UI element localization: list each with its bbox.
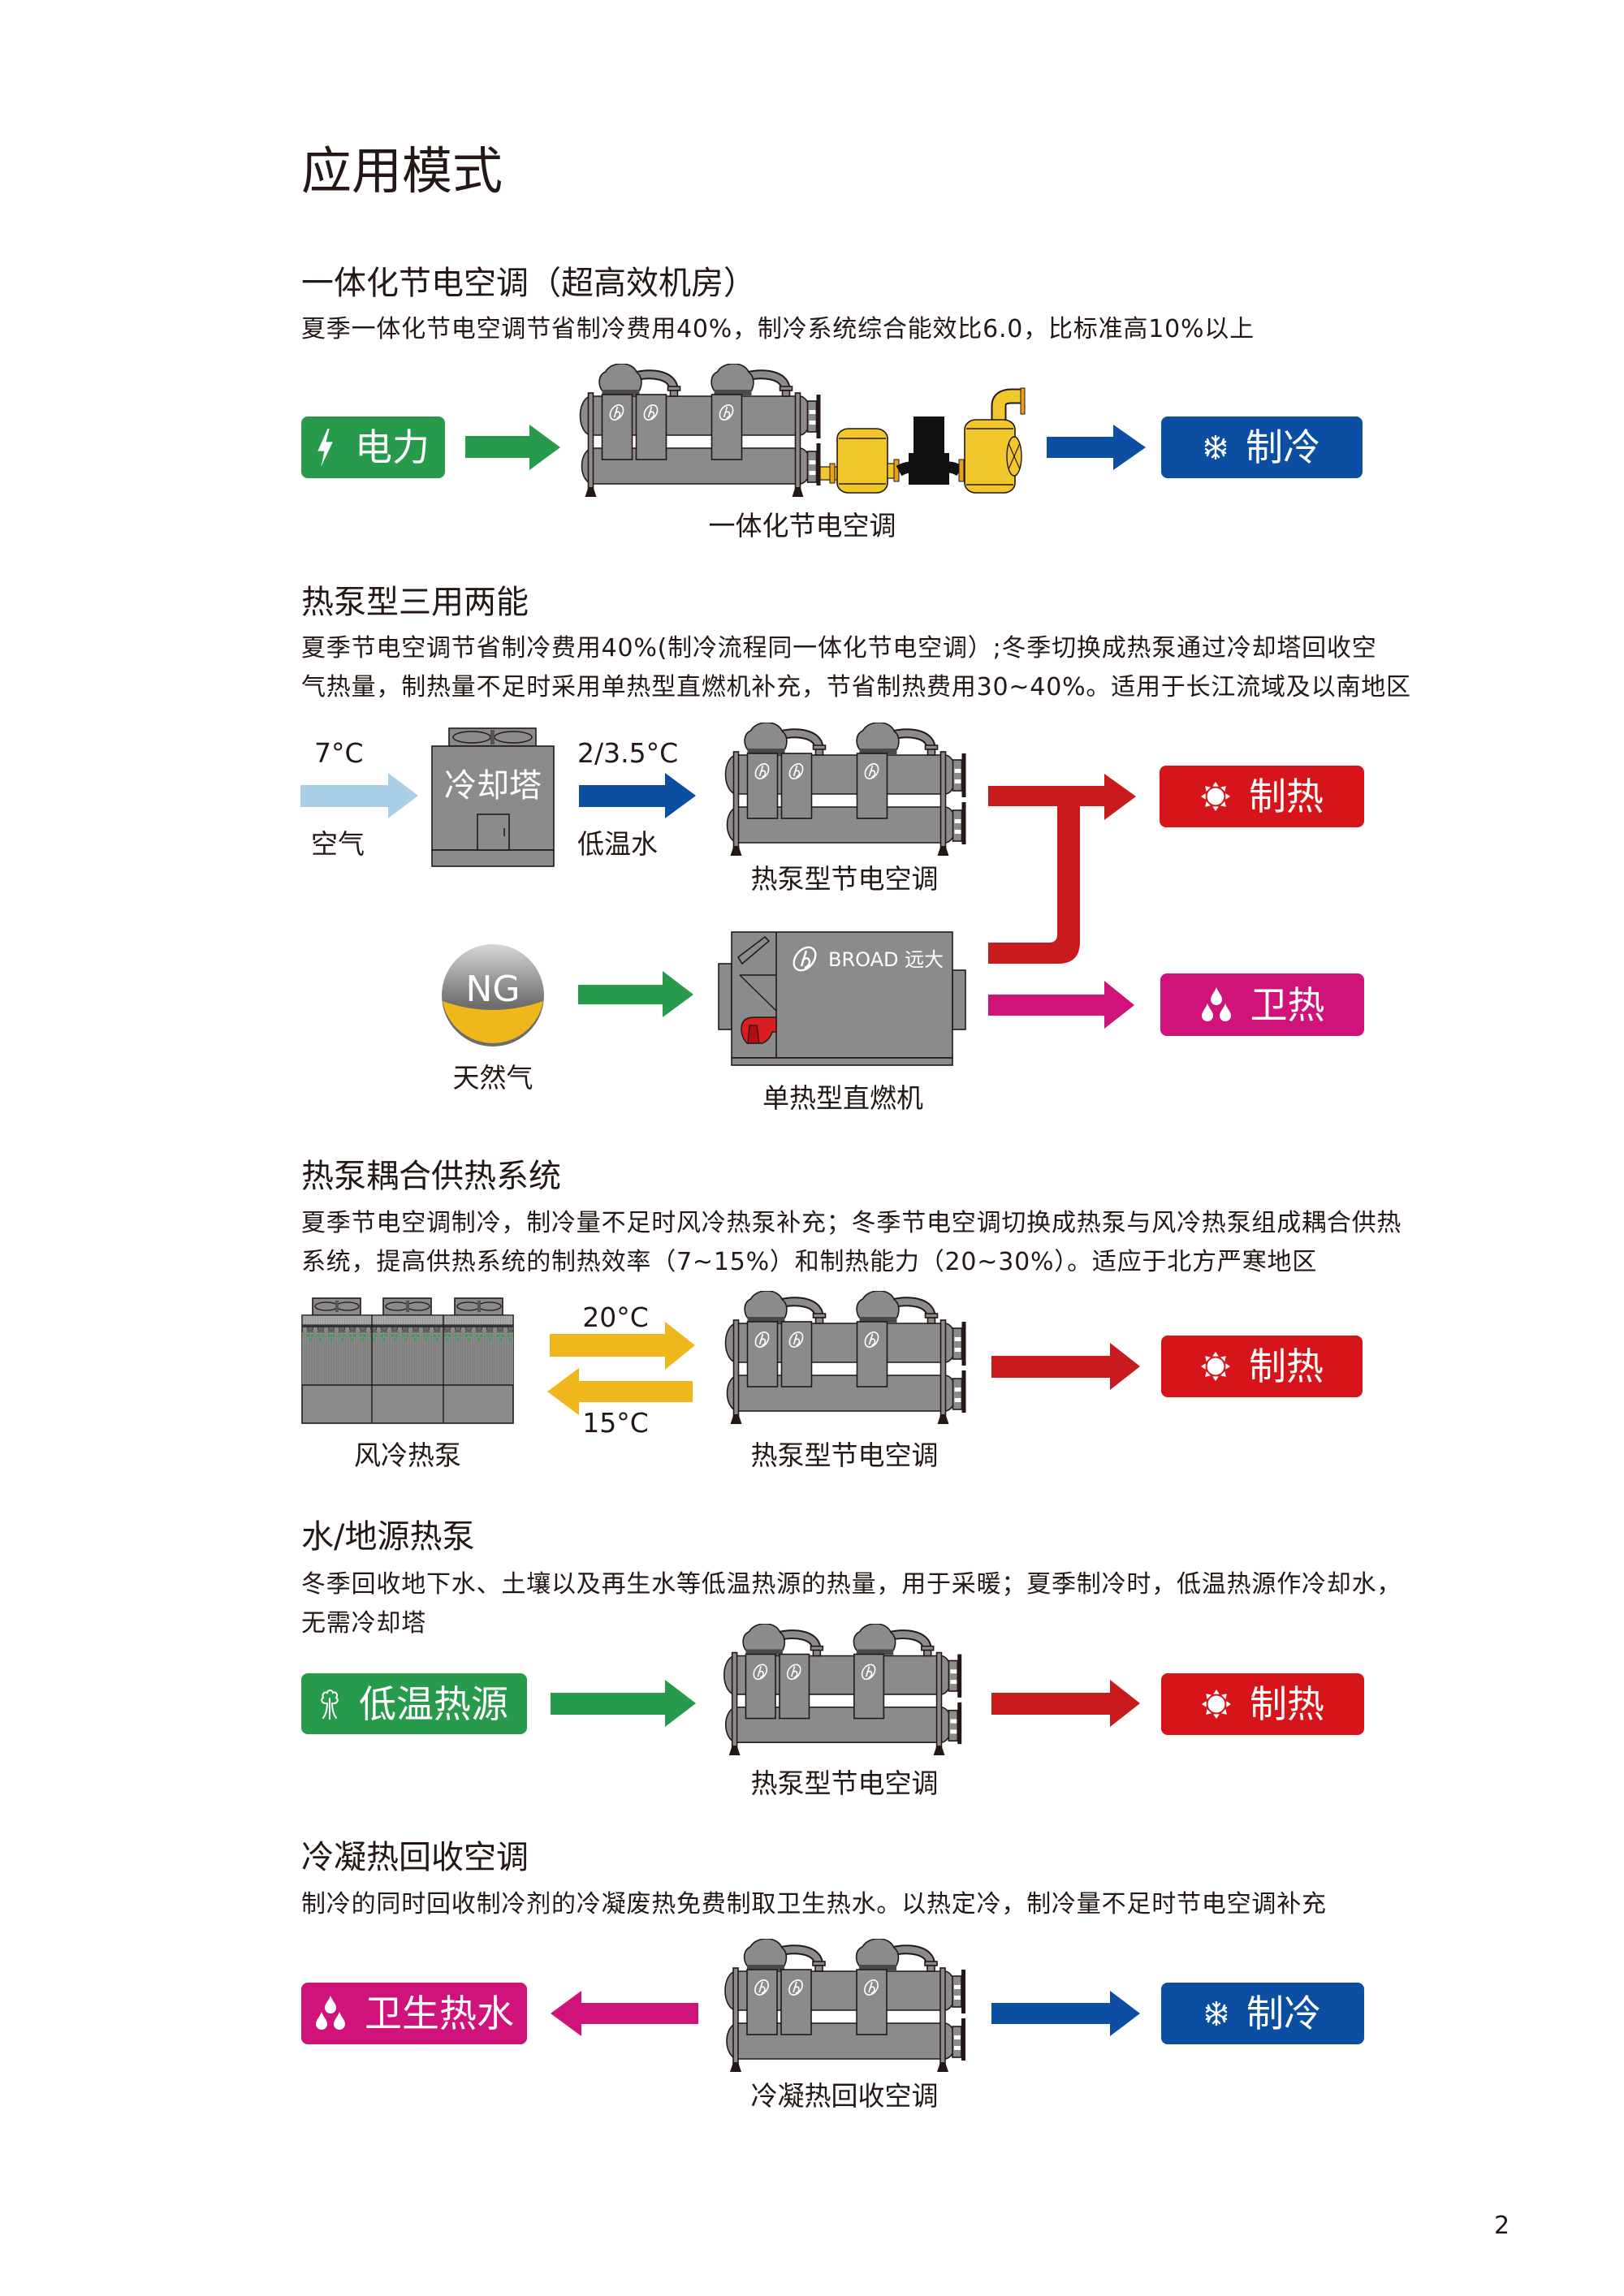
heat-pump-chiller-unit: [720, 1624, 964, 1756]
gas-sphere-icon: [442, 944, 544, 1047]
input-box-electricity: 电力: [301, 416, 445, 478]
section-title: 热泵耦合供热系统: [301, 1158, 561, 1195]
arrow-to-cooling-5: [991, 1991, 1140, 2036]
return-temperature: 15°C: [582, 1407, 649, 1439]
description-line: 气热量，制热量不足时采用单热型直燃机补充，节省制热费用30~40%。适用于长江流…: [301, 673, 1411, 701]
section-description: 制冷的同时回收制冷剂的冷凝废热免费制取卫生热水。以热定冷，制冷量不足时节电空调补…: [301, 1885, 1327, 1924]
equipment-label: 冷凝热回收空调: [750, 2080, 939, 2112]
water-temperature: 2/3.5°C: [577, 737, 679, 769]
air-label: 空气: [311, 828, 365, 860]
section-description: 夏季节电空调节省制冷费用40%(制冷流程同一体化节电空调）;冬季切换成热泵通过冷…: [301, 629, 1411, 707]
section-title: 一体化节电空调（超高效机房）: [301, 265, 756, 302]
description-line: 制冷的同时回收制冷剂的冷凝废热免费制取卫生热水。以热定冷，制冷量不足时节电空调补…: [301, 1890, 1327, 1918]
box-label: 低温热源: [359, 1681, 508, 1726]
cooling-tower-label: 冷却塔: [444, 767, 542, 805]
arrow-gas-to-burner: [578, 971, 693, 1017]
gas-badge: NG: [465, 969, 520, 1010]
cooling-tower: 冷却塔: [431, 727, 555, 867]
supply-temperature: 20°C: [582, 1301, 649, 1333]
direct-fired-graphic: [718, 931, 966, 1066]
box-label: 电力: [355, 425, 430, 469]
description-line: 冬季回收地下水、土壤以及再生水等低温热源的热量，用于采暖；夏季制冷时，低温热源作…: [301, 1570, 1402, 1599]
snowflake-icon: [1205, 2001, 1228, 2026]
section-description: 夏季节电空调制冷，制冷量不足时风冷热泵补充；冬季节电空调切换成热泵与风冷热泵组成…: [301, 1204, 1402, 1282]
section-description: 冬季回收地下水、土壤以及再生水等低温热源的热量，用于采暖；夏季制冷时，低温热源作…: [301, 1565, 1402, 1643]
box-label: 制冷: [1246, 1992, 1321, 2035]
arrow-to-heating-4: [991, 1680, 1140, 1727]
box-label: 卫热: [1250, 982, 1325, 1027]
arrow-source-to-unit: [551, 1680, 696, 1727]
sun-icon: [1201, 1689, 1232, 1720]
air-temperature: 7°C: [314, 737, 364, 769]
natural-gas-label: 天然气: [452, 1062, 533, 1094]
equipment-label: 单热型直燃机: [762, 1082, 923, 1114]
description-line: 夏季节电空调节省制冷费用40%(制冷流程同一体化节电空调）;冬季切换成热泵通过冷…: [301, 634, 1377, 662]
low-temp-water-label: 低温水: [577, 828, 658, 860]
page-number: 2: [1494, 2212, 1510, 2240]
heat-pump-chiller-unit: [723, 723, 967, 857]
snowflake-icon: [1204, 435, 1227, 460]
arrow-to-heating-3: [991, 1343, 1140, 1390]
cooling-tower-graphic: [431, 727, 555, 867]
arrow-to-hot-water-5: [551, 1991, 698, 2036]
output-box-heating: 制热: [1161, 1336, 1363, 1397]
description-line: 夏季节电空调制冷，制冷量不足时风冷热泵补充；冬季节电空调切换成热泵与风冷热泵组成…: [301, 1209, 1402, 1237]
output-box-cooling: 制冷: [1161, 1983, 1364, 2044]
output-box-hot-water: 卫生热水: [301, 1983, 527, 2044]
direct-fired-unit: BROAD 远大: [718, 931, 966, 1066]
description-line: 夏季一体化节电空调节省制冷费用40%，制冷系统综合能效比6.0，比标准高10%以…: [301, 315, 1255, 343]
equipment-label: 热泵型节电空调: [750, 863, 939, 895]
brand-logo-text: BROAD 远大: [828, 948, 944, 971]
arrow-heating-merge: [988, 774, 1136, 964]
description-line: 系统，提高供热系统的制热效率（7~15%）和制热能力（20~30%）。适应于北方…: [301, 1248, 1318, 1276]
output-box-heating: 制热: [1161, 1673, 1364, 1735]
sun-icon: [1200, 1351, 1231, 1382]
air-cooled-heat-pump: [301, 1297, 514, 1424]
box-label: 制热: [1249, 775, 1324, 818]
heat-recovery-chiller-unit: [723, 1939, 966, 2073]
arrow-air-to-tower: [300, 773, 418, 818]
pump-assembly: [819, 387, 1026, 494]
heat-pump-chiller-unit: [723, 1291, 967, 1425]
output-box-hot-water: 卫热: [1160, 973, 1364, 1036]
output-box-cooling: 制冷: [1161, 416, 1363, 478]
equipment-label: 风冷热泵: [354, 1439, 461, 1471]
equipment-label: 一体化节电空调: [708, 510, 896, 542]
page-title: 应用模式: [301, 141, 503, 201]
description-line: 无需冷却塔: [301, 1609, 426, 1638]
water-drops-icon: [316, 1996, 345, 2030]
box-label: 卫生热水: [365, 1992, 514, 2035]
section-title: 水/地源热泵: [301, 1518, 475, 1556]
equipment-label: 热泵型节电空调: [750, 1439, 939, 1471]
section-description: 夏季一体化节电空调节省制冷费用40%，制冷系统综合能效比6.0，比标准高10%以…: [301, 310, 1255, 349]
section-title: 热泵型三用两能: [301, 584, 529, 621]
arrow-to-hot-water: [988, 981, 1134, 1029]
equipment-label: 热泵型节电空调: [750, 1767, 939, 1799]
box-label: 制冷: [1246, 425, 1320, 469]
integrated-chiller-unit: [576, 364, 823, 498]
water-drops-icon: [1201, 986, 1231, 1021]
section-title: 冷凝热回收空调: [301, 1839, 529, 1876]
sun-icon: [1200, 781, 1231, 812]
input-box-low-temp-source: 低温热源: [301, 1673, 527, 1734]
heat-source-tree-icon: [321, 1689, 339, 1720]
arrow-electricity-to-unit: [465, 425, 560, 470]
arrow-low-temp-water: [579, 773, 696, 818]
output-box-heating: 制热: [1160, 766, 1364, 827]
arrow-unit-to-cooling: [1047, 425, 1146, 470]
lightning-icon: [317, 428, 333, 467]
natural-gas-sphere: NG: [442, 944, 544, 1047]
box-label: 制热: [1249, 1344, 1324, 1388]
box-label: 制热: [1250, 1682, 1324, 1726]
